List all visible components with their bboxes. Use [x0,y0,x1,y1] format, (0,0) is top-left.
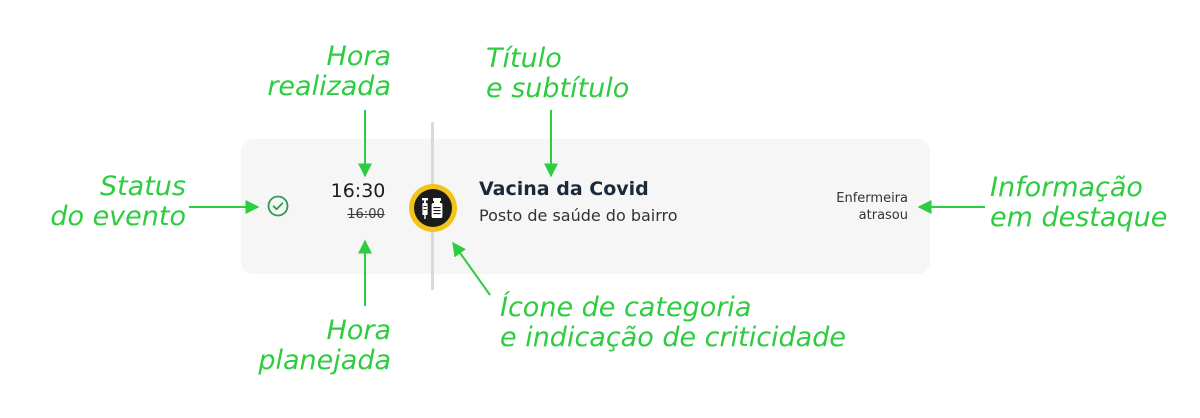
annotation-hora-realizada: Hora realizada [265,42,391,102]
annotation-informacao: Informação em destaque [990,173,1167,233]
category-icon-background [414,189,452,227]
annotation-informacao-line1: Informação [990,172,1143,203]
annotation-status-line2: do evento [50,201,186,232]
time-done: 16:30 [330,180,386,202]
annotation-hora-realizada-line1: Hora [326,41,391,72]
annotation-hora-planejada-line1: Hora [326,315,391,346]
annotation-hora-planejada-line2: planejada [258,345,391,376]
annotation-status-line1: Status [99,171,186,202]
annotation-titulo-line2: e subtítulo [486,73,630,104]
annotation-hora-realizada-line2: realizada [267,71,391,102]
time-planned: 16:00 [347,207,385,222]
annotation-icone: Ícone de categoria e indicação de critic… [500,293,846,353]
event-title: Vacina da Covid [479,178,649,200]
vaccine-icon [422,198,443,219]
annotation-titulo-line1: Título [486,43,562,74]
annotation-status: Status do evento [48,172,186,232]
highlight-info-line2: atrasou [858,208,908,223]
criticality-ring[interactable] [409,184,457,232]
highlight-info: Enfermeira atrasou [800,190,908,224]
event-card[interactable] [241,139,930,274]
annotation-icone-line1: Ícone de categoria [500,292,752,323]
annotation-hora-planejada: Hora planejada [255,316,391,376]
check-circle-icon[interactable] [266,194,290,218]
event-subtitle: Posto de saúde do bairro [479,206,678,225]
annotation-informacao-line2: em destaque [990,202,1168,233]
highlight-info-line1: Enfermeira [836,191,908,206]
annotation-titulo: Título e subtítulo [486,44,629,104]
arrow-icone [452,241,491,296]
annotation-icone-line2: e indicação de criticidade [500,322,846,353]
